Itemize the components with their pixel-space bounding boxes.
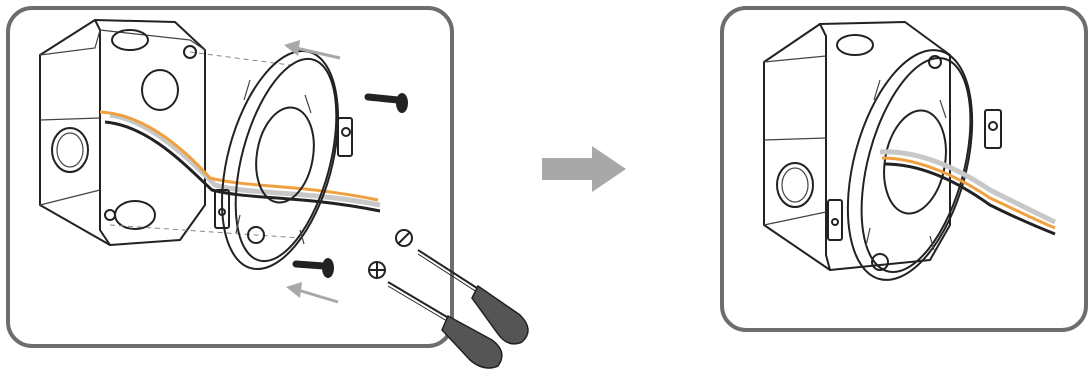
mounting-plate-icon: [214, 49, 353, 271]
phillips-screwdriver-icon: [387, 281, 503, 369]
mounting-plate-icon: [827, 49, 1002, 281]
right-arrow-icon: [542, 146, 626, 192]
step-1-panel: [6, 6, 454, 348]
junction-box-assembled-icon: [763, 21, 951, 271]
cable-icon: [879, 149, 1057, 236]
flathead-screwdriver-icon: [417, 249, 529, 345]
junction-box-icon: [39, 19, 206, 246]
step-2-panel: [720, 6, 1088, 332]
alignment-line-top: [189, 51, 291, 66]
alignment-line-bottom: [109, 224, 301, 239]
left-arrow-icon: [284, 40, 341, 60]
screw-icon: [292, 258, 334, 278]
flathead-symbol-icon: [395, 229, 413, 247]
screw-icon: [364, 93, 408, 113]
left-arrow-icon: [286, 282, 339, 304]
phillips-symbol-icon: [368, 261, 386, 279]
